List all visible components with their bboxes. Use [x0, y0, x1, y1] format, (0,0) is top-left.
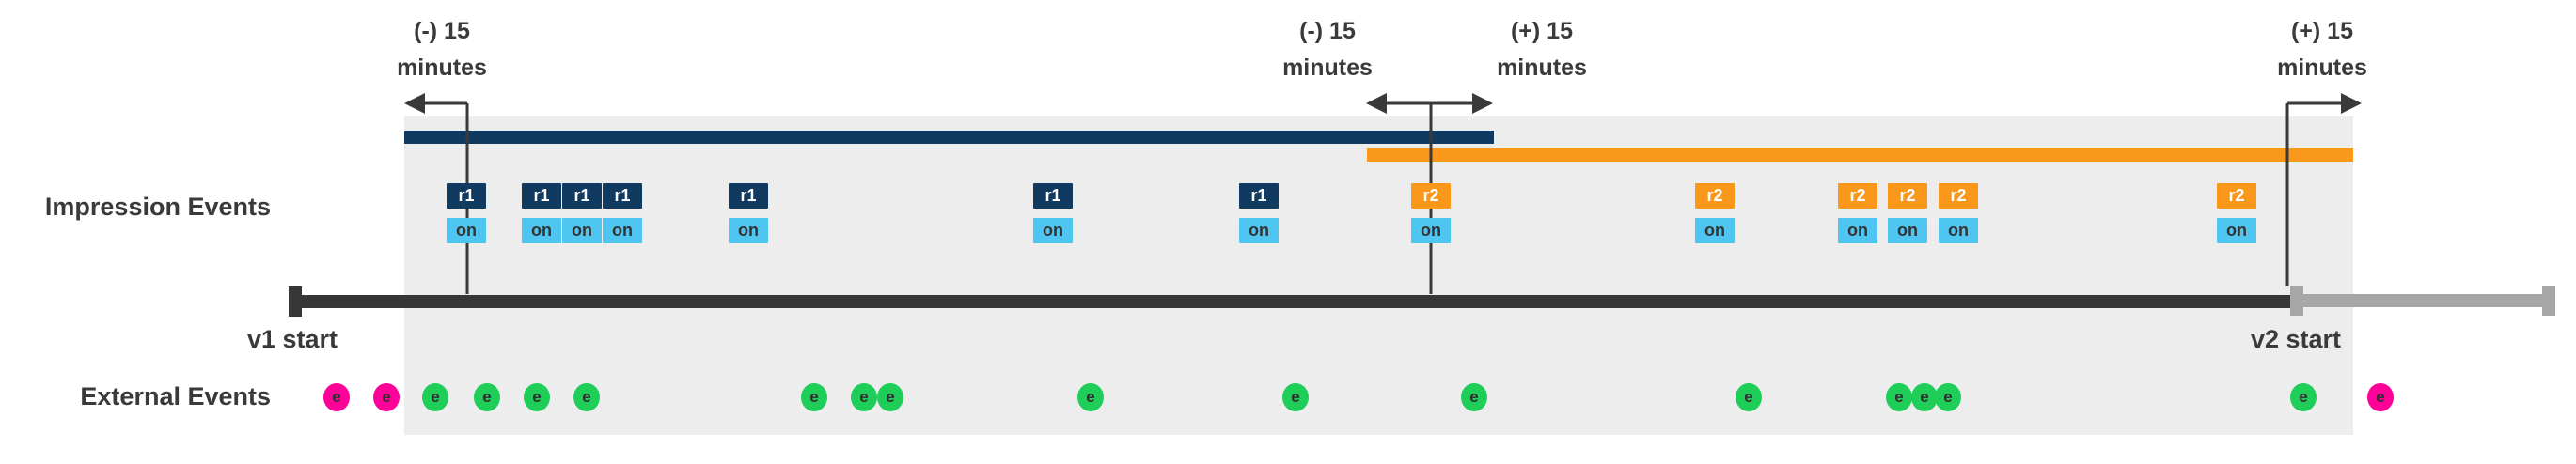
r1-badge: r1: [447, 183, 486, 209]
external-event-dot-pink: e: [323, 383, 350, 411]
external-event-dot-green: e: [877, 383, 903, 411]
annotation-v2-plus15: (+) 15 minutes: [2209, 13, 2435, 86]
external-event-dot-green: e: [801, 383, 827, 411]
on-badge: on: [2217, 218, 2256, 243]
external-event-dot-green: e: [1736, 383, 1762, 411]
external-event-dot-pink: e: [2367, 383, 2394, 411]
impression-events-row-label: Impression Events: [44, 193, 271, 221]
on-badge: on: [603, 218, 642, 243]
external-event-dot-green: e: [2290, 383, 2317, 411]
v2-impression-window-bar: [1367, 148, 2353, 162]
annotation-v1-minus15: (-) 15 minutes: [329, 13, 555, 86]
on-badge: on: [1838, 218, 1877, 243]
r2-badge: r2: [1411, 183, 1451, 209]
annotation-line: minutes: [1497, 54, 1587, 81]
r2-badge: r2: [1939, 183, 1978, 209]
on-badge: on: [1939, 218, 1978, 243]
annotation-line: minutes: [1282, 54, 1373, 81]
external-event-dot-green: e: [1935, 383, 1961, 411]
external-events-row-label: External Events: [80, 382, 271, 410]
r1-badge: r1: [603, 183, 642, 209]
external-event-dot-green: e: [1077, 383, 1104, 411]
v1-start-marker: [289, 286, 302, 317]
on-badge: on: [1239, 218, 1279, 243]
external-event-dot-green: e: [1911, 383, 1938, 411]
on-badge: on: [562, 218, 602, 243]
v2-timeline-bar: [2303, 294, 2544, 307]
annotation-line: (+) 15: [2290, 18, 2353, 44]
external-event-dot-green: e: [524, 383, 550, 411]
annotation-line: (+) 15: [1510, 18, 1573, 44]
on-badge: on: [729, 218, 768, 243]
on-badge: on: [447, 218, 486, 243]
r2-badge: r2: [1888, 183, 1927, 209]
annotation-switch-plus15: (+) 15 minutes: [1429, 13, 1655, 86]
annotation-switch-minus15: (-) 15 minutes: [1215, 13, 1440, 86]
external-event-dot-pink: e: [373, 383, 400, 411]
external-event-dot-green: e: [474, 383, 500, 411]
external-event-dot-green: e: [1886, 383, 1912, 411]
external-event-dot-green: e: [851, 383, 877, 411]
external-event-dot-green: e: [1461, 383, 1487, 411]
external-event-dot-green: e: [573, 383, 600, 411]
on-badge: on: [1888, 218, 1927, 243]
analysis-window-panel: [404, 116, 2353, 435]
v2-start-label: v2 start: [2250, 325, 2342, 353]
on-badge: on: [1033, 218, 1073, 243]
external-event-dot-green: e: [422, 383, 448, 411]
annotation-line: (-) 15: [1299, 18, 1356, 44]
v1-timeline-bar: [289, 295, 2292, 308]
r2-badge: r2: [1695, 183, 1735, 209]
r1-badge: r1: [522, 183, 561, 209]
annotation-line: (-) 15: [414, 18, 470, 44]
r2-badge: r2: [1838, 183, 1877, 209]
r1-badge: r1: [1239, 183, 1279, 209]
r2-badge: r2: [2217, 183, 2256, 209]
r1-badge: r1: [1033, 183, 1073, 209]
on-badge: on: [522, 218, 561, 243]
v1-impression-window-bar: [404, 131, 1494, 144]
r1-badge: r1: [729, 183, 768, 209]
v2-timeline-end-marker: [2542, 286, 2555, 316]
v1-start-label: v1 start: [246, 325, 338, 353]
on-badge: on: [1411, 218, 1451, 243]
r1-badge: r1: [562, 183, 602, 209]
external-event-dot-green: e: [1282, 383, 1309, 411]
annotation-line: minutes: [397, 54, 487, 81]
annotation-line: minutes: [2277, 54, 2367, 81]
on-badge: on: [1695, 218, 1735, 243]
v2-start-marker: [2290, 286, 2303, 316]
